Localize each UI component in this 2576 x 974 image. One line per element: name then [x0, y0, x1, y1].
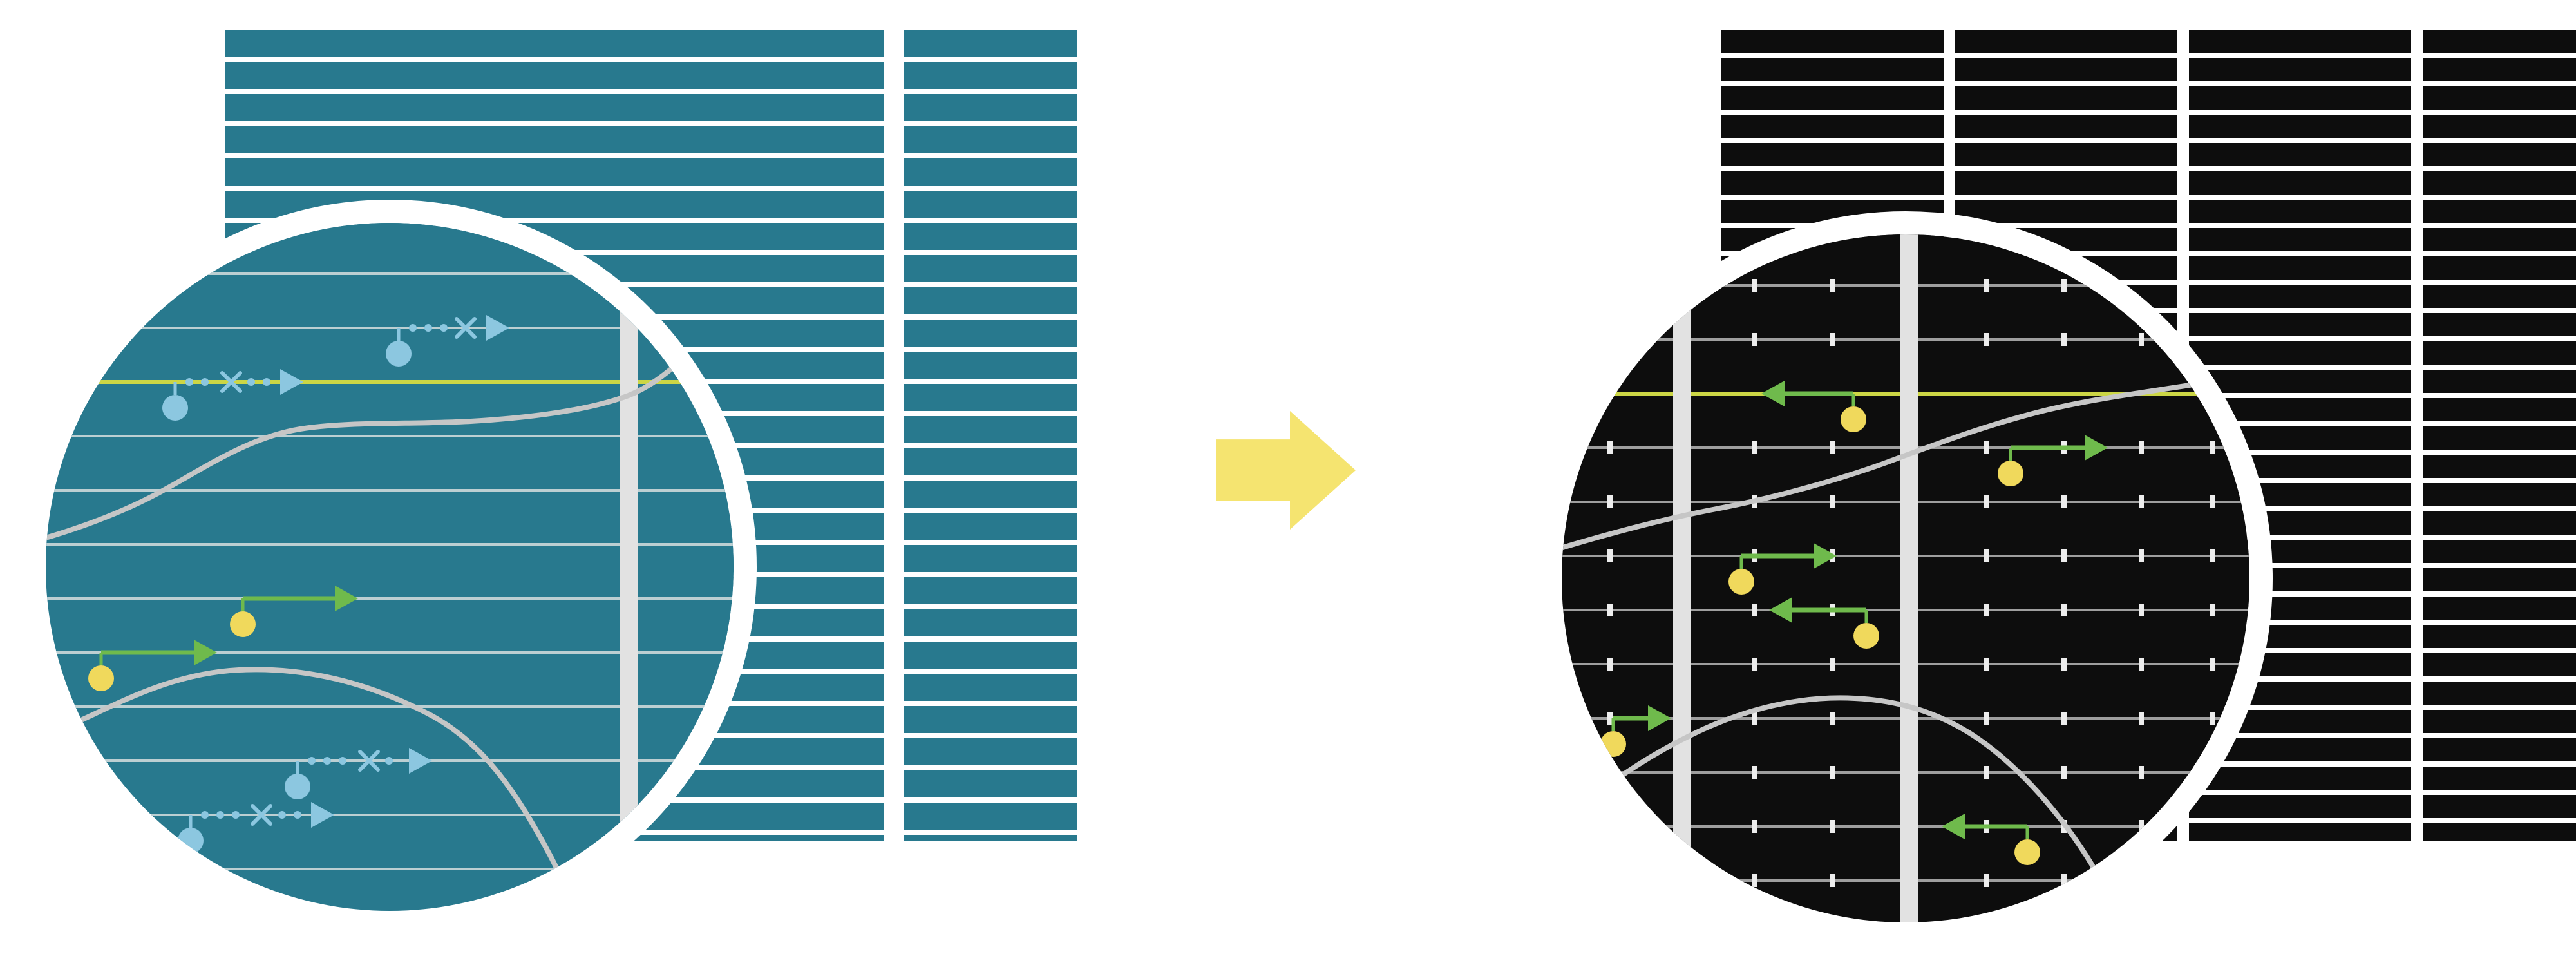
busbar [1673, 234, 1691, 922]
finger-tick [1830, 820, 1835, 833]
magnifier-inset-right [1539, 211, 2273, 946]
collected-carrier-marker [230, 586, 358, 637]
finger-tick [1830, 712, 1835, 725]
finger-tick [2210, 441, 2215, 454]
finger-tick [2061, 712, 2067, 725]
finger-tick [1752, 333, 1757, 346]
finger-tick [1607, 820, 1613, 833]
finger-tick [2139, 766, 2144, 779]
finger-tick [2210, 495, 2215, 508]
finger-tick [1984, 279, 1989, 292]
busbar [620, 223, 638, 911]
finger-tick [1607, 495, 1613, 508]
collected-carrier-marker [1728, 543, 1837, 595]
finger-tick [1752, 279, 1757, 292]
finger-tick [1984, 712, 1989, 725]
finger-tick [1607, 712, 1613, 725]
finger-tick [1830, 333, 1835, 346]
finger-tick [1830, 441, 1835, 454]
finger-tick [1752, 712, 1757, 725]
finger-tick [1984, 495, 1989, 508]
blocked-carrier-marker [386, 315, 509, 367]
finger-tick [1752, 874, 1757, 887]
collected-carrier-marker [1998, 435, 2108, 486]
grain-boundary [1562, 379, 2216, 551]
finger-tick [2210, 549, 2215, 562]
finger-tick [1984, 441, 1989, 454]
finger-tick [2061, 766, 2067, 779]
finger-tick [1752, 441, 1757, 454]
finger-tick [1984, 333, 1989, 346]
collected-carrier-marker [88, 640, 217, 691]
collected-carrier-marker [1769, 597, 1879, 649]
finger-tick [2139, 820, 2144, 833]
finger-tick [1830, 874, 1835, 887]
finger-tick [2061, 658, 2067, 671]
finger-tick [2061, 279, 2067, 292]
finger-tick [1607, 874, 1613, 887]
finger-tick [1607, 766, 1613, 779]
collected-carrier-marker [1942, 814, 2040, 865]
finger-tick [1984, 874, 1989, 887]
transition-arrow-icon [1216, 411, 1356, 530]
finger-tick [2139, 333, 2144, 346]
inset-right-drawing [1562, 234, 2249, 922]
finger-tick [1752, 820, 1757, 833]
collected-carrier-marker [1761, 381, 1866, 432]
finger-tick [1752, 604, 1757, 616]
finger-tick [1830, 766, 1835, 779]
finger-tick [2139, 712, 2144, 725]
finger-tick [2210, 766, 2215, 779]
finger-tick [2139, 549, 2144, 562]
finger-tick [2210, 874, 2215, 887]
finger-tick [1830, 658, 1835, 671]
finger-tick [2061, 604, 2067, 616]
finger-tick [1752, 766, 1757, 779]
grain-boundary [55, 667, 579, 911]
finger-tick [1607, 549, 1613, 562]
finger-tick [1984, 766, 1989, 779]
finger-tick [1607, 658, 1613, 671]
finger-tick [1984, 549, 1989, 562]
finger-tick [2210, 604, 2215, 616]
teal-cell-panel-side [904, 30, 1077, 841]
finger-tick [2139, 658, 2144, 671]
finger-tick [2210, 712, 2215, 725]
magnifier-inset-left [23, 200, 757, 934]
black-cell-panel-4 [2423, 30, 2576, 841]
finger-tick [1752, 658, 1757, 671]
finger-tick [1607, 441, 1613, 454]
grain-boundary [46, 297, 734, 541]
finger-tick [1984, 658, 1989, 671]
blocked-carrier-marker [162, 369, 303, 421]
finger-tick [2061, 549, 2067, 562]
finger-tick [2139, 495, 2144, 508]
finger-tick [1830, 495, 1835, 508]
finger-tick [1607, 333, 1613, 346]
finger-tick [2061, 495, 2067, 508]
grain-boundary [1582, 695, 2123, 922]
finger-tick [1607, 279, 1613, 292]
finger-tick [2061, 874, 2067, 887]
finger-tick [1607, 604, 1613, 616]
finger-tick [2139, 874, 2144, 887]
blocked-carrier-marker [178, 802, 334, 854]
finger-tick [1830, 279, 1835, 292]
inset-left-drawing [46, 223, 734, 911]
finger-tick [1984, 604, 1989, 616]
finger-tick [2139, 604, 2144, 616]
blocked-carrier-marker [285, 748, 432, 799]
finger-tick [2210, 658, 2215, 671]
finger-tick [2139, 441, 2144, 454]
finger-tick [2061, 333, 2067, 346]
inset-background [46, 223, 734, 911]
busbar [1900, 234, 1918, 922]
